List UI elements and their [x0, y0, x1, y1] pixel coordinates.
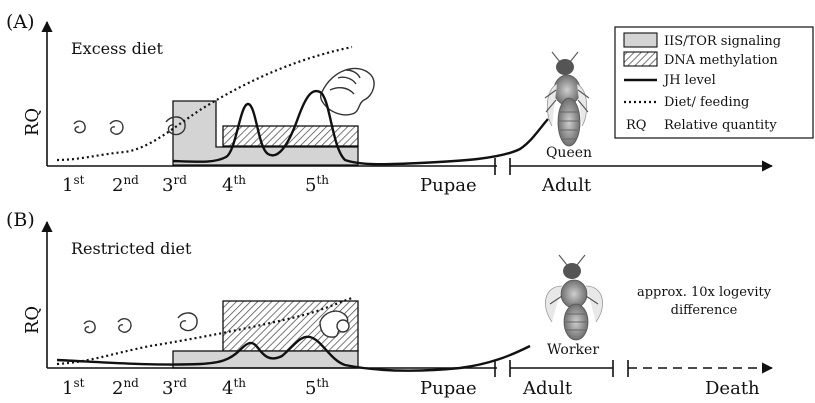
worker-bee-icon: [545, 255, 602, 340]
panel-b-pupae-label: Pupae: [420, 378, 477, 399]
panel-b-label: (B): [6, 209, 35, 231]
panel-a-label: (A): [6, 11, 35, 33]
legend: IIS/TOR signaling DNA methylation JH lev…: [615, 27, 813, 138]
panel-a-y-axis-label: RQ: [22, 108, 43, 136]
stage-label: 5th: [305, 376, 329, 399]
legend-iis-label: IIS/TOR signaling: [664, 34, 781, 49]
queen-label: Queen: [546, 145, 592, 161]
panel-b-stage-labels: 1st 2nd 3rd 4th 5th: [62, 376, 329, 399]
stage-label: 3rd: [162, 376, 187, 399]
panel-a-pupae-label: Pupae: [420, 175, 477, 196]
legend-iis-swatch: [624, 33, 657, 47]
stage-label: 1st: [62, 173, 85, 196]
longevity-note-line2: difference: [671, 303, 738, 318]
legend-rq-abbr: RQ: [626, 118, 646, 133]
panel-a-adult-label: Adult: [541, 175, 592, 196]
stage-label: 2nd: [112, 173, 139, 196]
longevity-note-line1: approx. 10x logevity: [637, 285, 772, 300]
worker-label: Worker: [547, 342, 599, 358]
panel-a-stage-labels: 1st 2nd 3rd 4th 5th: [62, 173, 329, 196]
legend-rq-full: Relative quantity: [664, 118, 777, 133]
stage-label: 3rd: [162, 173, 187, 196]
legend-dna-label: DNA methylation: [664, 53, 778, 68]
panel-b: (B) Restricted diet RQ: [6, 209, 772, 399]
panel-b-title: Restricted diet: [71, 239, 192, 258]
larva-icon: [84, 313, 197, 333]
stage-label: 4th: [222, 376, 246, 399]
stage-label: 1st: [62, 376, 85, 399]
panel-a-title: Excess diet: [71, 39, 163, 58]
panel-b-adult-label: Adult: [522, 378, 573, 399]
panel-b-y-axis-label: RQ: [22, 306, 43, 334]
legend-diet-label: Diet/ feeding: [664, 95, 749, 110]
stage-label: 5th: [305, 173, 329, 196]
stage-label: 2nd: [112, 376, 139, 399]
legend-jh-label: JH level: [662, 73, 716, 88]
stage-label: 4th: [222, 173, 246, 196]
larva-icon: [74, 117, 185, 135]
panel-b-death-label: Death: [705, 378, 760, 399]
legend-dna-swatch: [624, 52, 657, 66]
queen-bee-icon: [545, 52, 589, 146]
